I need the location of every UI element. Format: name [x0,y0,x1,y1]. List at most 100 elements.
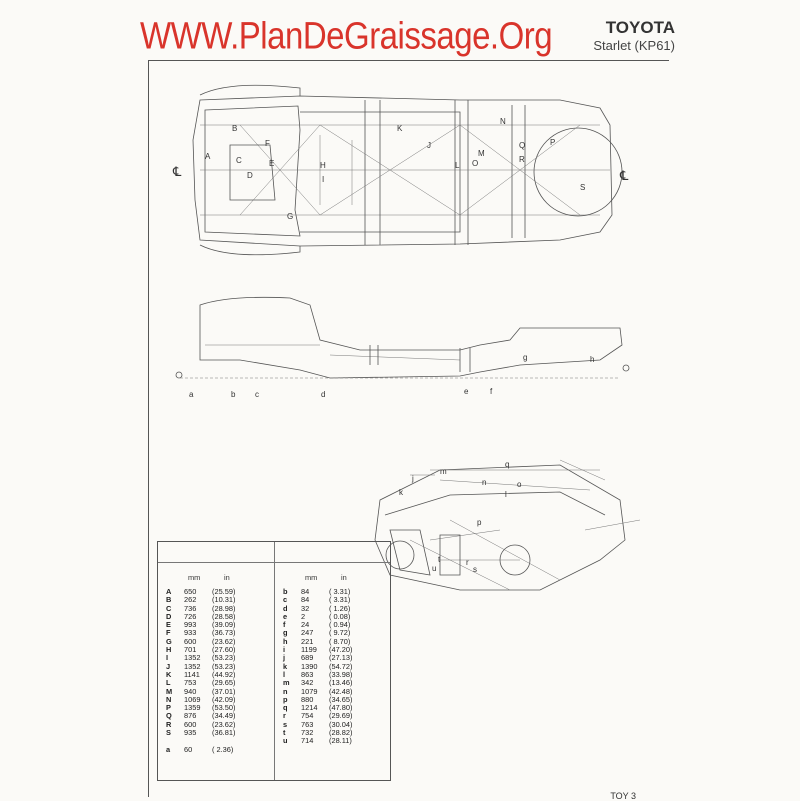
row-in: (28.11) [329,736,352,746]
row-in: (54.72) [329,661,353,671]
label-L: L [455,161,460,170]
label-P: P [550,138,555,147]
label-e: e [464,387,469,396]
row-mm: 262 [184,595,197,605]
table-row: C 736 (28.98) [166,603,252,613]
label-N: N [500,117,506,126]
plan-letter-labels: A B C D E F G H I J K L M N O P Q R S [205,117,585,221]
row-mm: 650 [184,587,197,596]
row-mm: 736 [184,603,197,613]
row-mm: 1069 [184,694,201,704]
row-key: d [283,603,288,613]
row-in: (23.62) [212,636,236,646]
row-in: ( 9.72) [329,628,351,638]
row-mm: 732 [301,728,314,738]
row-in: ( 3.31) [329,587,351,596]
row-mm: 342 [301,678,314,688]
label-B: B [232,124,237,133]
row-mm: 1141 [184,669,200,679]
header-mm-right: mm [305,573,318,582]
row-key: C [166,603,172,613]
label-j: j [411,474,414,483]
row-in: (29.65) [212,678,236,688]
row-in: (34.65) [329,694,353,704]
row-key: e [283,611,288,621]
row-mm: 60 [184,744,193,754]
row-in: (28.82) [329,728,353,738]
label-M: M [478,149,485,158]
label-E: E [269,159,274,168]
row-in: ( 1.26) [329,603,351,613]
row-key: P [166,703,171,713]
row-mm: 753 [184,678,197,688]
row-in: (42.48) [329,686,353,696]
row-in: (13.46) [329,678,353,688]
row-key: k [283,661,288,671]
row-key: F [166,628,171,638]
row-mm: 763 [301,719,314,729]
row-in: ( 0.08) [329,611,351,621]
label-n: n [482,478,486,487]
label-t: t [438,555,441,564]
row-key: q [283,703,288,713]
row-mm: 1352 [184,653,201,663]
row-key: n [283,686,288,696]
row-mm: 933 [184,628,197,638]
row-in: ( 0.94) [329,620,351,630]
row-in: (28.58) [212,611,236,621]
label-D: D [247,171,253,180]
vehicle-make: TOYOTA [605,18,675,37]
label-s: s [473,565,477,574]
header-mm-left: mm [188,573,201,582]
row-in: (47.20) [329,645,353,655]
row-mm: 726 [184,611,197,621]
row-mm: 880 [301,694,314,704]
row-key: I [166,653,169,663]
row-mm: 876 [184,711,197,721]
row-mm: 689 [301,653,314,663]
row-key: l [283,669,286,679]
row-in: (53.23) [212,661,236,671]
row-gap [166,737,252,745]
row-in: (39.09) [212,620,236,630]
label-o: o [517,480,522,489]
row-mm: 1079 [301,686,318,696]
label-A: A [205,152,211,161]
label-l: l [505,490,507,499]
label-K: K [397,124,403,133]
row-key: N [166,694,172,704]
label-u: u [432,564,436,573]
row-in: (37.01) [212,686,236,696]
label-Q: Q [519,141,525,150]
label-k: k [399,488,404,497]
row-key: m [283,678,290,688]
centerline-symbol-left: ℄ [172,164,182,179]
front-outline [374,459,641,591]
row-mm: 1390 [301,661,318,671]
row-in: (28.98) [212,603,236,613]
label-b: b [231,390,236,399]
front-letter-labels: j k l m n o p q r s t u [399,460,522,574]
row-in: ( 3.31) [329,595,351,605]
row-mm: 600 [184,636,197,646]
header-in-right: in [341,573,347,582]
label-F: F [265,139,270,148]
row-mm: 1359 [184,703,201,713]
